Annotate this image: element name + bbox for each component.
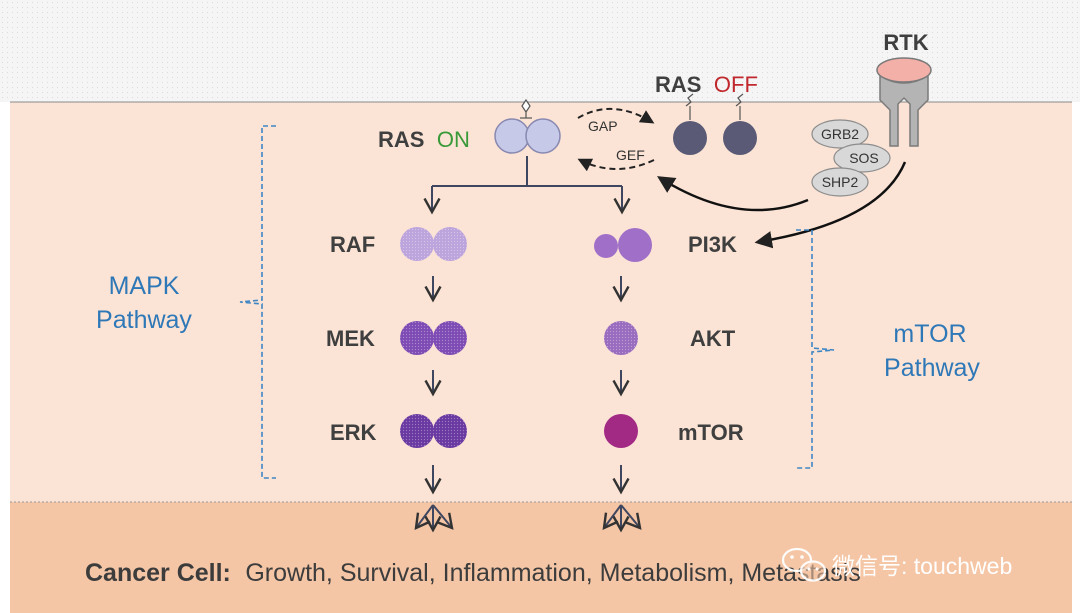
sos-node bbox=[833, 143, 891, 173]
mek-node bbox=[400, 321, 467, 355]
pi3k-node bbox=[594, 228, 652, 262]
rtk-receptor bbox=[876, 57, 932, 147]
sos-label: SOS bbox=[849, 150, 879, 166]
cytoplasm-region bbox=[10, 102, 1072, 502]
mtor-label: mTOR bbox=[678, 420, 744, 445]
mek-label: MEK bbox=[326, 326, 375, 351]
gap-label: GAP bbox=[588, 118, 618, 134]
ras-on-protein bbox=[494, 98, 561, 154]
watermark: 微信号: touchweb bbox=[781, 547, 1012, 582]
ras-off-protein bbox=[673, 93, 757, 155]
adaptor-complex bbox=[811, 119, 891, 197]
ras-branch bbox=[423, 156, 631, 215]
ras-on-label: RAS ON bbox=[378, 127, 470, 152]
pi3k-label: PI3K bbox=[688, 232, 737, 257]
adaptor-to-ras-arrow bbox=[657, 176, 809, 212]
mtor-pathway-subtitle: Pathway bbox=[884, 354, 980, 382]
mtor-pathway-title: mTOR bbox=[893, 320, 966, 348]
mapk-pathway-title: MAPK bbox=[109, 272, 180, 300]
shp2-node bbox=[811, 167, 869, 197]
akt-node bbox=[604, 321, 638, 355]
akt-label: AKT bbox=[690, 326, 736, 351]
rtk-label: RTK bbox=[883, 30, 928, 55]
mapk-pathway-subtitle: Pathway bbox=[96, 306, 192, 334]
erk-label: ERK bbox=[330, 420, 377, 445]
watermark-text: 微信号: touchweb bbox=[832, 553, 1012, 579]
mapk-fan-arrows bbox=[414, 504, 454, 533]
erk-node bbox=[400, 414, 467, 448]
cancer-cell-outcomes: Cancer Cell: Growth, Survival, Inflammat… bbox=[85, 559, 861, 587]
gef-label: GEF bbox=[616, 147, 645, 163]
rtk-to-pi3k-arrow bbox=[754, 161, 907, 249]
nucleus-region bbox=[10, 502, 1072, 613]
shp2-label: SHP2 bbox=[822, 174, 859, 190]
ras-off-label: RAS OFF bbox=[655, 72, 758, 97]
raf-node bbox=[400, 227, 467, 261]
grb2-label: GRB2 bbox=[821, 126, 859, 142]
raf-label: RAF bbox=[330, 232, 375, 257]
grb2-node bbox=[811, 119, 869, 149]
wechat-icon bbox=[781, 547, 827, 582]
mapk-bracket bbox=[239, 125, 276, 479]
mtor-protein-node bbox=[604, 414, 638, 448]
mtor-bracket bbox=[796, 229, 835, 469]
mtor-fan-arrows bbox=[602, 504, 642, 533]
